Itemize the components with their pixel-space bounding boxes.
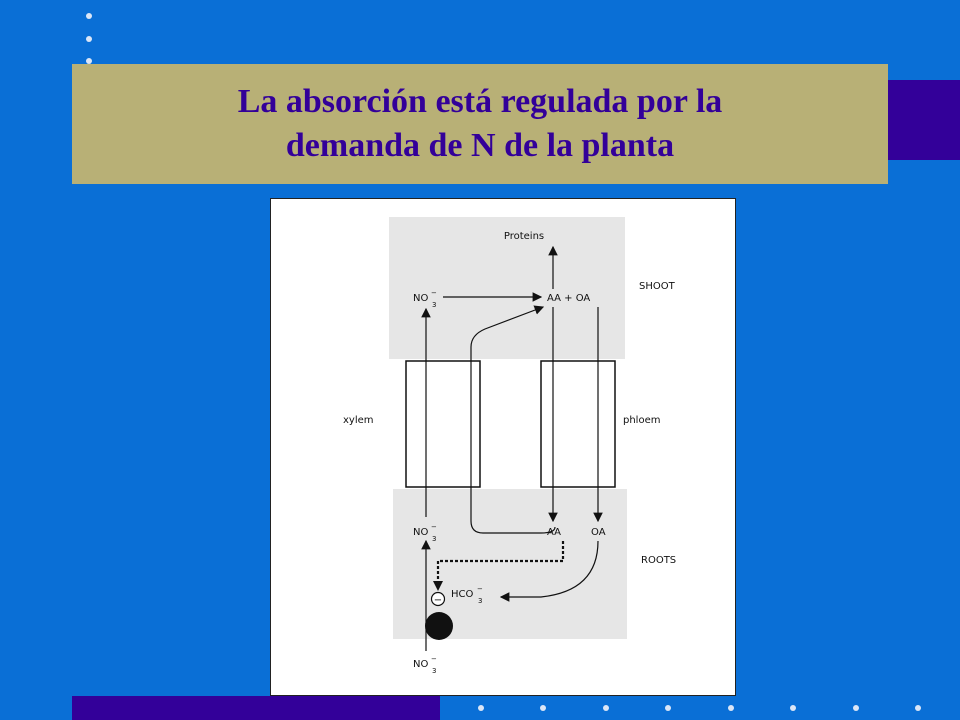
hco3-charge: −: [477, 585, 483, 593]
aa-roots-label: AA: [547, 527, 561, 538]
no3-shoot-text: NO: [413, 293, 428, 304]
decor-dot: [665, 705, 671, 711]
phloem-label: phloem: [623, 415, 660, 426]
hco3-text: HCO: [451, 589, 474, 600]
no3-external-subscript: 3: [432, 667, 436, 675]
decor-dot: [86, 58, 92, 64]
no3-roots-label: NO: [413, 527, 428, 538]
dashed-signal-line: [436, 541, 565, 585]
title-line-1: La absorción está regulada por la: [237, 83, 723, 120]
no3-external-charge: −: [431, 655, 437, 663]
no3-roots-text: NO: [413, 527, 428, 538]
nitrogen-transport-diagram: Proteins SHOOT NO − 3 AA + OA xylem phlo…: [343, 217, 676, 675]
hco3-subscript: 3: [478, 597, 482, 605]
no3-external-label: NO: [413, 659, 428, 670]
decor-dot: [86, 36, 92, 42]
xylem-label: xylem: [343, 415, 374, 426]
decor-dot: [853, 705, 859, 711]
transporter-circle: [425, 612, 453, 640]
shoot-label: SHOOT: [639, 281, 676, 292]
aa-xylem-return-arrow: [470, 305, 556, 534]
inhibition-minus: −: [434, 595, 442, 606]
decor-dot: [86, 13, 92, 19]
accent-block-right: [888, 80, 960, 160]
no3-external-text: NO: [413, 659, 428, 670]
proteins-label: Proteins: [504, 231, 544, 242]
no3-shoot-subscript: 3: [432, 301, 436, 309]
roots-label: ROOTS: [641, 555, 676, 566]
dashed-signal-arrowhead: [433, 581, 443, 591]
nitrogen-transport-figure: Proteins SHOOT NO − 3 AA + OA xylem phlo…: [270, 198, 736, 696]
xylem-box: [405, 360, 481, 488]
no3-roots-charge: −: [431, 523, 437, 531]
inhibition-symbol: [430, 591, 446, 607]
decor-dot: [540, 705, 546, 711]
shoot-region: [389, 217, 625, 359]
accent-block-bottom: [72, 696, 440, 720]
no3-shoot-charge: −: [431, 289, 437, 297]
decor-dot: [790, 705, 796, 711]
title-bar: La absorción está regulada por la demand…: [72, 64, 888, 184]
no3-roots-subscript: 3: [432, 535, 436, 543]
title-line-2: demanda de N de la planta: [285, 127, 675, 164]
no3-shoot-label: NO: [413, 293, 428, 304]
phloem-box: [540, 360, 616, 488]
decor-dot: [478, 705, 484, 711]
decor-dot: [603, 705, 609, 711]
oa-roots-label: OA: [591, 527, 606, 538]
slide-title: La absorción está regulada por la demand…: [100, 80, 860, 168]
roots-region: [393, 489, 627, 639]
hco3-label: HCO: [451, 589, 474, 600]
oa-to-hco3-arrow: [499, 540, 599, 602]
decor-dot: [728, 705, 734, 711]
decor-dot: [915, 705, 921, 711]
aa-oa-label: AA + OA: [547, 293, 590, 304]
